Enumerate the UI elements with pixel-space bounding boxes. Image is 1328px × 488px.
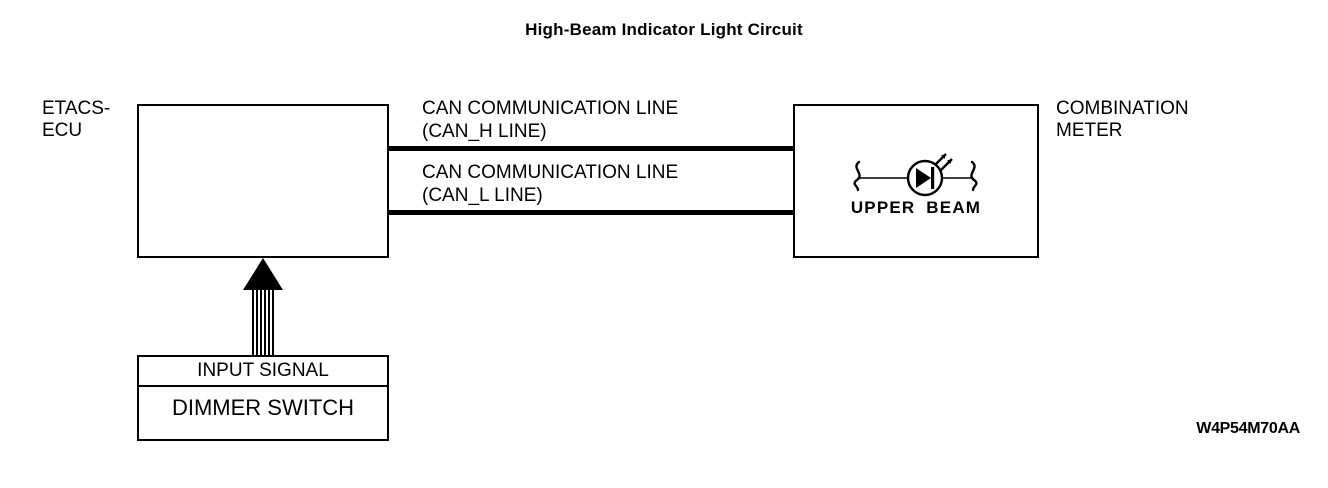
can-h-label-line2: (CAN_H LINE) [422,121,547,142]
combination-meter-label-line2: METER [1056,120,1123,141]
can-h-bus-line [389,146,793,151]
etacs-ecu-block [137,104,389,258]
up-arrow-striped-icon [239,257,287,355]
dimmer-switch-label: DIMMER SWITCH [171,395,355,420]
combination-meter-label-line1: COMBINATION [1056,98,1189,119]
can-h-label-line1: CAN COMMUNICATION LINE [422,98,679,119]
can-l-bus-line [389,210,793,215]
can-l-label-line1: CAN COMMUNICATION LINE [422,162,679,183]
can-l-label-line2: (CAN_L LINE) [422,185,543,206]
can-l-line-label: CAN COMMUNICATION LINE (CAN_L LINE) [422,161,678,207]
dimmer-box-divider [139,385,387,387]
dimmer-switch-block: INPUT SIGNAL DIMMER SWITCH [137,355,389,441]
etacs-ecu-label-line1: ETACS- [42,98,111,119]
figure-id-code: W4P54M70AA [1196,420,1300,437]
upper-beam-indicator-label: UPPER BEAM [850,198,982,217]
etacs-ecu-label: ETACS- ECU [42,98,110,142]
led-lamp-icon [845,150,985,220]
page-title: High-Beam Indicator Light Circuit [525,20,803,39]
input-signal-label: INPUT SIGNAL [197,360,329,381]
etacs-ecu-label-line2: ECU [42,120,83,141]
can-h-line-label: CAN COMMUNICATION LINE (CAN_H LINE) [422,97,678,143]
combination-meter-label: COMBINATION METER [1056,98,1189,142]
